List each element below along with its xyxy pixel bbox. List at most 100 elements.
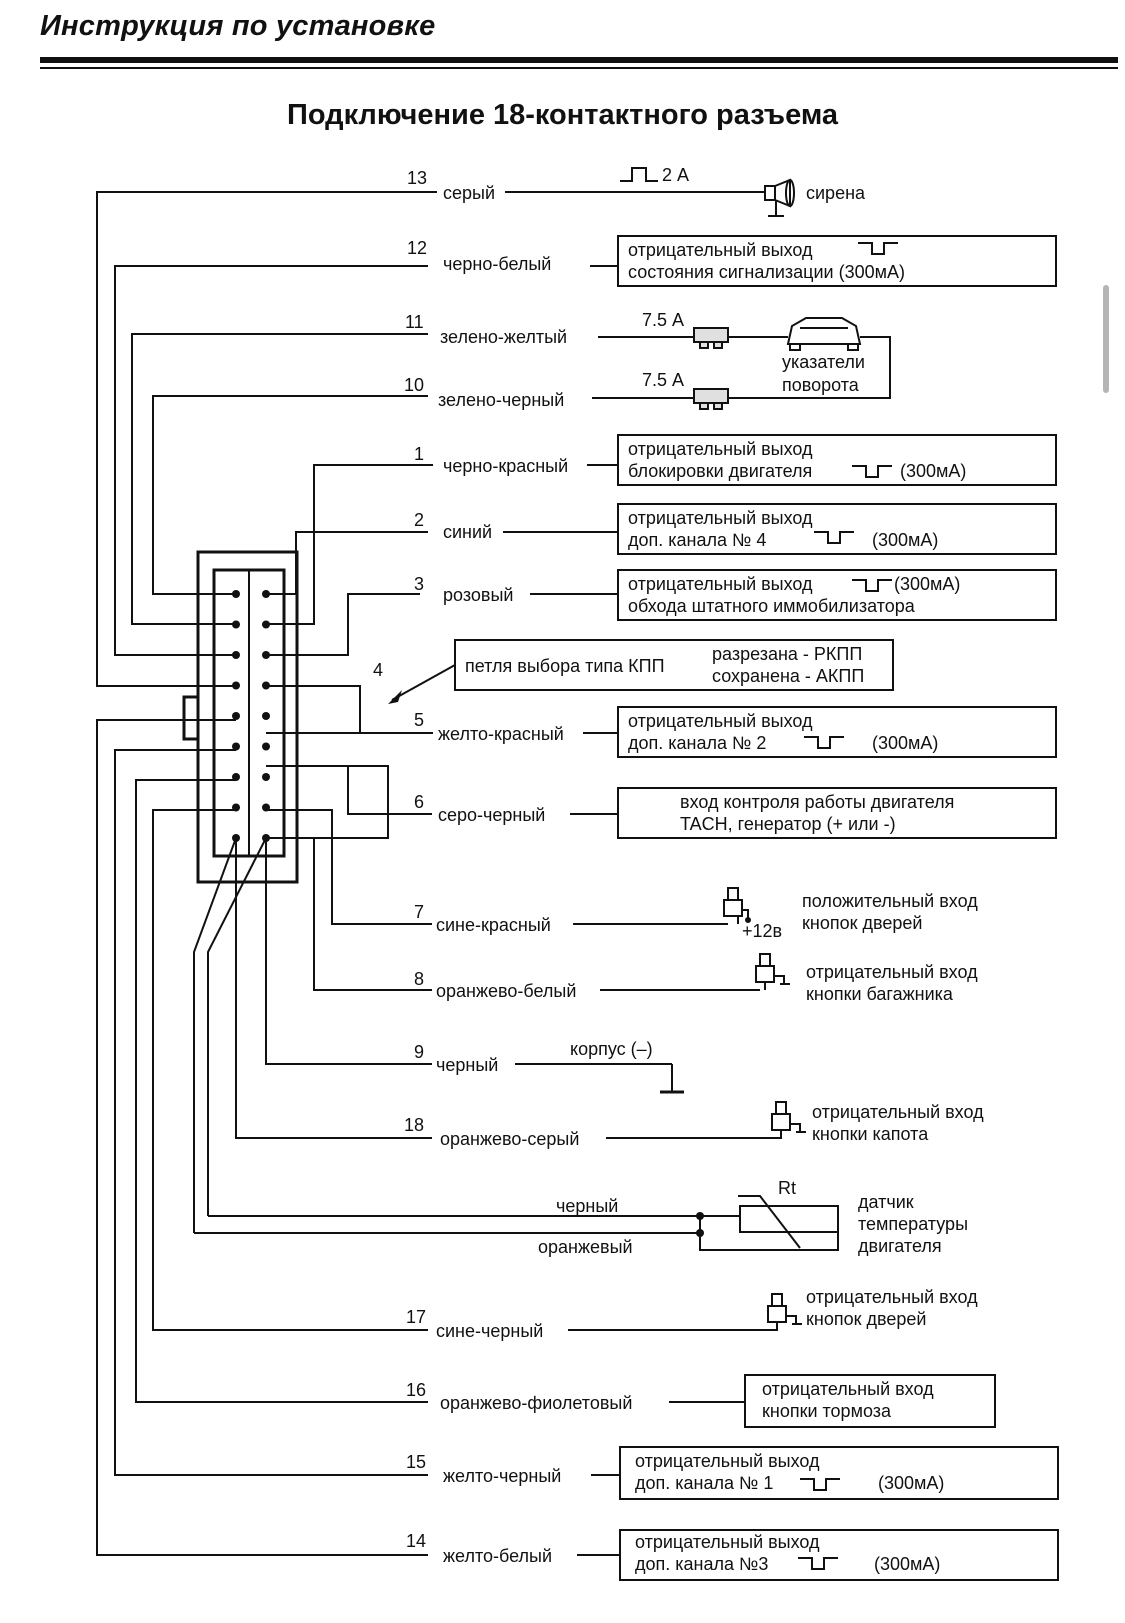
connector-pin [262, 712, 270, 720]
pulse-icon [798, 1557, 838, 1570]
connector-pin [262, 681, 270, 690]
box-2 [617, 503, 1057, 555]
box-text: отрицательный выход [628, 439, 813, 459]
wire-labels: 13 серый 12 черно-белый 11 зелено-желтый… [373, 168, 632, 1566]
switch-label: кнопки багажника [806, 984, 954, 1004]
connector-pin [232, 651, 240, 659]
switch-label: отрицательный вход [812, 1102, 984, 1122]
pulse-icon [852, 465, 892, 478]
box-5 [617, 706, 1057, 758]
wire-color-label: оранжево-белый [436, 981, 576, 1001]
pulse-icon [852, 579, 892, 592]
box-text: (300мА) [872, 530, 938, 550]
connector-pin [232, 834, 240, 842]
wire-color-label: зелено-желтый [440, 327, 567, 347]
fuse-rating: 7.5 А [642, 310, 684, 330]
box-text: доп. канала № 1 [635, 1473, 773, 1493]
wire-color-label: сине-черный [436, 1321, 543, 1341]
connector-pin [262, 620, 270, 629]
siren-current: 2 А [662, 165, 689, 185]
pin-number: 2 [414, 510, 424, 530]
connector-pin [232, 712, 240, 720]
car-icon [782, 317, 866, 351]
connector-latch [182, 695, 200, 741]
connector-pin [262, 803, 270, 812]
box-text: отрицательный выход [635, 1532, 820, 1552]
pin-number: 17 [406, 1307, 426, 1327]
box-text: отрицательный выход [628, 711, 813, 731]
connector-pin [262, 742, 270, 751]
pin-number: 18 [404, 1115, 424, 1135]
box-1 [617, 434, 1057, 486]
connector-pin [262, 590, 270, 598]
switch-label: кнопки капота [812, 1124, 929, 1144]
wire-color-label: розовый [443, 585, 513, 605]
wire-color-label: желто-белый [443, 1546, 552, 1566]
pin-number: 13 [407, 168, 427, 188]
siren-icon [764, 178, 795, 217]
box-text: отрицательный выход [628, 574, 813, 594]
pin-number: 5 [414, 710, 424, 730]
box-text: состояния сигнализации (300мА) [628, 262, 905, 282]
wire-color-label: черно-красный [443, 456, 568, 476]
sensor-label: датчик [858, 1192, 914, 1212]
wire-color-label: оранжево-фиолетовый [440, 1393, 632, 1413]
loop-label: петля выбора типа КПП [465, 656, 665, 676]
connector-pin [232, 803, 240, 812]
diagram-title: Подключение 18-контактного разъема [286, 99, 839, 131]
box-text: отрицательный выход [628, 240, 813, 260]
wire-color-label: оранжево-серый [440, 1129, 579, 1149]
pin-number: 3 [414, 574, 424, 594]
box-text: (300мА) [878, 1473, 944, 1493]
connector-pin [262, 834, 270, 842]
hood-switch-icon [771, 1101, 806, 1138]
box-6 [617, 787, 1057, 839]
resistor-symbol: Rt [778, 1178, 796, 1198]
box-16 [744, 1374, 996, 1428]
switch-label: отрицательный вход [806, 962, 978, 982]
pin-number: 14 [406, 1531, 426, 1551]
wire-color-label: синий [443, 522, 492, 542]
pulse-icon [814, 531, 854, 544]
resistor-icon [739, 1205, 839, 1233]
pulse-icon [858, 242, 898, 255]
connector-pin [232, 773, 240, 781]
pin-number: 15 [406, 1452, 426, 1472]
box-text: доп. канала №3 [635, 1554, 768, 1574]
fuse-icon [693, 327, 729, 349]
door-switch-neg-icon [767, 1293, 802, 1330]
pin-number: 9 [414, 1042, 424, 1062]
wire-color-label: желто-красный [438, 724, 564, 744]
pin-number: 4 [373, 660, 383, 680]
page-header-title: Инструкция по установке [40, 10, 436, 42]
switch-label: кнопок дверей [802, 913, 922, 933]
connector-pin [232, 590, 240, 598]
turn-signals-label: указатели [782, 352, 865, 372]
pin-number: 10 [404, 375, 424, 395]
box-text: отрицательный выход [628, 508, 813, 528]
fuse-rating: 7.5 А [642, 370, 684, 390]
connector-pin [232, 742, 240, 751]
pulse-icon [800, 1478, 840, 1491]
switch-label: положительный вход [802, 891, 978, 911]
box-15 [619, 1446, 1059, 1500]
connector-pin [262, 773, 270, 781]
box-3 [617, 569, 1057, 621]
supply-label: +12в [742, 921, 782, 941]
vertical-scrollbar[interactable] [1103, 285, 1109, 393]
wire-color-label: серо-черный [438, 805, 545, 825]
loop-option: сохранена - АКПП [712, 666, 864, 686]
box-text: обхода штатного иммобилизатора [628, 596, 916, 616]
ground-label: корпус (–) [570, 1039, 653, 1059]
connector-pin [232, 681, 240, 690]
connector-pin [262, 651, 270, 659]
switch-label: отрицательный вход [806, 1287, 978, 1307]
box-text: (300мА) [900, 461, 966, 481]
box-text: блокировки двигателя [628, 461, 812, 481]
door-switch-icon [723, 887, 749, 924]
sensor-label: двигателя [858, 1236, 942, 1256]
turn-signals-label: поворота [782, 375, 860, 395]
box-text: (300мА) [894, 574, 960, 594]
wire-color-label: сине-красный [436, 915, 551, 935]
